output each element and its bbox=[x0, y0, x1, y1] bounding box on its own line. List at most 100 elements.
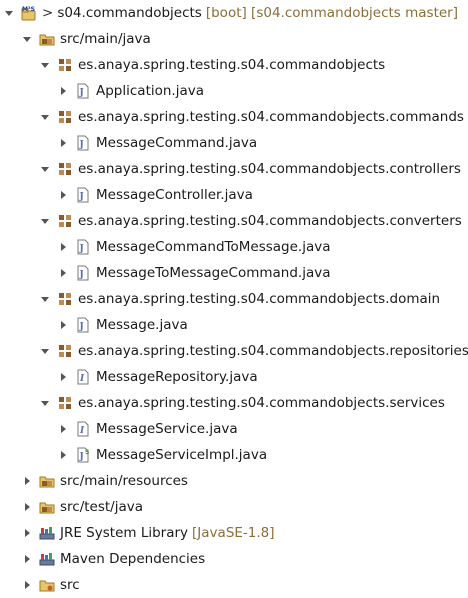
java-file-icon: J bbox=[75, 135, 91, 151]
svg-text:J: J bbox=[79, 270, 84, 280]
svg-text:J: J bbox=[79, 244, 84, 254]
package-name: es.anaya.spring.testing.s04.commandobjec… bbox=[78, 109, 464, 125]
tree-row-package[interactable]: es.anaya.spring.testing.s04.commandobjec… bbox=[0, 208, 468, 234]
file-name: MessageController.java bbox=[96, 187, 253, 203]
chevron-right-icon[interactable] bbox=[21, 553, 33, 565]
chevron-right-icon[interactable] bbox=[21, 475, 33, 487]
svg-text:I: I bbox=[79, 374, 85, 384]
source-folder-icon bbox=[39, 473, 55, 489]
tree-row-package[interactable]: es.anaya.spring.testing.s04.commandobjec… bbox=[0, 286, 468, 312]
chevron-down-icon[interactable] bbox=[39, 345, 51, 357]
tree-label: Maven Dependencies bbox=[60, 551, 206, 567]
package-icon bbox=[57, 395, 73, 411]
source-folder-icon bbox=[39, 31, 55, 47]
tree-row-file[interactable]: J MessageController.java bbox=[0, 182, 468, 208]
tree-row-maven-dependencies[interactable]: Maven Dependencies bbox=[0, 546, 468, 572]
package-icon bbox=[57, 57, 73, 73]
file-name: MessageService.java bbox=[96, 421, 238, 437]
tree-row-jre-library[interactable]: JRE System Library [JavaSE-1.8] bbox=[0, 520, 468, 546]
java-file-icon: J bbox=[75, 83, 91, 99]
chevron-right-icon[interactable] bbox=[21, 501, 33, 513]
chevron-right-icon[interactable] bbox=[57, 137, 69, 149]
chevron-right-icon[interactable] bbox=[21, 527, 33, 539]
tree-label: src/test/java bbox=[60, 499, 144, 515]
tree-label: src/main/resources bbox=[60, 473, 188, 489]
java-file-icon: J bbox=[75, 265, 91, 281]
chevron-down-icon[interactable] bbox=[3, 7, 15, 19]
library-icon bbox=[39, 551, 55, 567]
tree-row-project[interactable]: M³S > s04.commandobjects [boot] [s04.com… bbox=[0, 0, 468, 26]
source-folder-icon bbox=[39, 499, 55, 515]
package-icon bbox=[57, 213, 73, 229]
tree-row-file[interactable]: J Application.java bbox=[0, 78, 468, 104]
chevron-right-icon[interactable] bbox=[57, 85, 69, 97]
chevron-down-icon[interactable] bbox=[39, 163, 51, 175]
chevron-right-icon[interactable] bbox=[57, 423, 69, 435]
java-file-icon: J bbox=[75, 317, 91, 333]
package-name: es.anaya.spring.testing.s04.commandobjec… bbox=[78, 213, 462, 229]
project-name: s04.commandobjects bbox=[57, 5, 202, 21]
chevron-down-icon[interactable] bbox=[21, 33, 33, 45]
tree-row-file[interactable]: J MessageToMessageCommand.java bbox=[0, 260, 468, 286]
chevron-right-icon[interactable] bbox=[57, 371, 69, 383]
package-name: es.anaya.spring.testing.s04.commandobjec… bbox=[78, 291, 441, 307]
tree-row-src-test-java[interactable]: src/test/java bbox=[0, 494, 468, 520]
file-name: Message.java bbox=[96, 317, 188, 333]
file-name: Application.java bbox=[96, 83, 205, 99]
package-name: es.anaya.spring.testing.s04.commandobjec… bbox=[78, 395, 445, 411]
file-name: MessageCommandToMessage.java bbox=[96, 239, 331, 255]
tree-row-file[interactable]: I MessageService.java bbox=[0, 416, 468, 442]
chevron-down-icon[interactable] bbox=[39, 293, 51, 305]
tree-row-src[interactable]: src bbox=[0, 572, 468, 598]
svg-text:J: J bbox=[79, 192, 84, 202]
chevron-right-icon[interactable] bbox=[57, 189, 69, 201]
package-icon bbox=[57, 291, 73, 307]
svg-text:J: J bbox=[79, 322, 84, 332]
file-name: MessageToMessageCommand.java bbox=[96, 265, 331, 281]
svg-text:J: J bbox=[79, 140, 84, 150]
chevron-right-icon[interactable] bbox=[21, 579, 33, 591]
chevron-down-icon[interactable] bbox=[39, 59, 51, 71]
package-icon bbox=[57, 343, 73, 359]
project-decoration: [boot] [s04.commandobjects master] bbox=[205, 5, 458, 21]
svg-text:J: J bbox=[79, 88, 84, 98]
tree-label: src bbox=[60, 577, 80, 593]
tree-row-src-main-resources[interactable]: src/main/resources bbox=[0, 468, 468, 494]
tree-row-src-main-java[interactable]: src/main/java bbox=[0, 26, 468, 52]
chevron-down-icon[interactable] bbox=[39, 111, 51, 123]
tree-row-file[interactable]: J Message.java bbox=[0, 312, 468, 338]
chevron-down-icon[interactable] bbox=[39, 397, 51, 409]
tree-row-file[interactable]: J MessageCommand.java bbox=[0, 130, 468, 156]
svg-text:J: J bbox=[79, 452, 84, 462]
tree-row-package[interactable]: es.anaya.spring.testing.s04.commandobjec… bbox=[0, 390, 468, 416]
library-icon bbox=[39, 525, 55, 541]
tree-row-package[interactable]: es.anaya.spring.testing.s04.commandobjec… bbox=[0, 52, 468, 78]
tree-label: JRE System Library bbox=[60, 525, 189, 541]
maven-project-icon: M³S bbox=[21, 5, 37, 21]
java-interface-file-icon: I bbox=[75, 421, 91, 437]
maven-project-badge: M³S bbox=[22, 6, 35, 13]
package-name: es.anaya.spring.testing.s04.commandobjec… bbox=[78, 161, 461, 177]
chevron-right-icon[interactable] bbox=[57, 319, 69, 331]
file-name: MessageServiceImpl.java bbox=[96, 447, 268, 463]
tree-row-package[interactable]: es.anaya.spring.testing.s04.commandobjec… bbox=[0, 338, 468, 364]
chevron-right-icon[interactable] bbox=[57, 267, 69, 279]
java-file-icon: J bbox=[75, 239, 91, 255]
java-file-icon: J bbox=[75, 187, 91, 203]
chevron-down-icon[interactable] bbox=[39, 215, 51, 227]
chevron-right-icon[interactable] bbox=[57, 241, 69, 253]
tree-row-file[interactable]: J MessageCommandToMessage.java bbox=[0, 234, 468, 260]
tree-row-package[interactable]: es.anaya.spring.testing.s04.commandobjec… bbox=[0, 104, 468, 130]
package-name: es.anaya.spring.testing.s04.commandobjec… bbox=[78, 343, 468, 359]
package-icon bbox=[57, 109, 73, 125]
tree-row-file[interactable]: I MessageRepository.java bbox=[0, 364, 468, 390]
tree-row-package[interactable]: es.anaya.spring.testing.s04.commandobjec… bbox=[0, 156, 468, 182]
file-name: MessageRepository.java bbox=[96, 369, 258, 385]
java-interface-file-icon: I bbox=[75, 369, 91, 385]
jre-decoration: [JavaSE-1.8] bbox=[192, 525, 275, 541]
chevron-right-icon[interactable] bbox=[57, 449, 69, 461]
package-name: es.anaya.spring.testing.s04.commandobjec… bbox=[78, 57, 386, 73]
tree-label: src/main/java bbox=[60, 31, 151, 47]
